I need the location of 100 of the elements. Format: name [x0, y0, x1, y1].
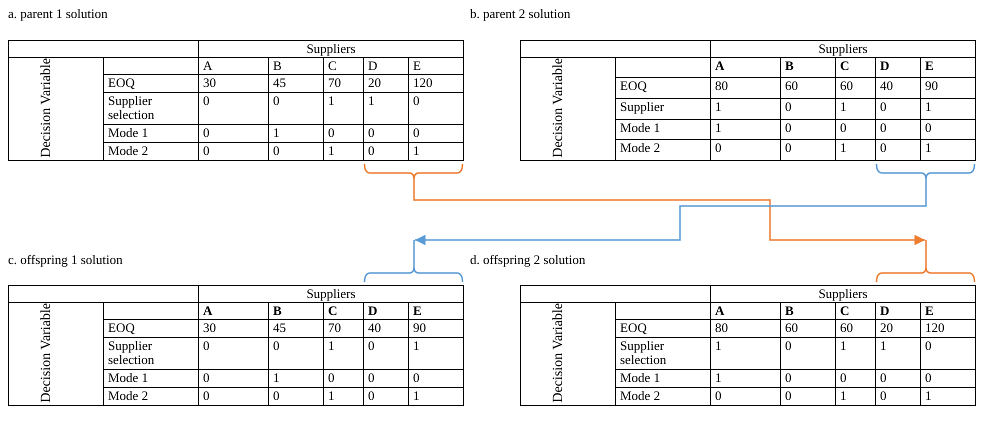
value-text: 0 [324, 124, 364, 143]
value-text: 0 [268, 92, 324, 125]
value-text: 0 [268, 338, 324, 370]
column-header: A [710, 302, 780, 320]
value-text: 40 [364, 320, 408, 338]
row-header: Mode 2 [104, 388, 198, 406]
table-caption: d. offspring 2 solution [470, 252, 586, 268]
value-text: 45 [268, 74, 324, 93]
value-text: 0 [780, 140, 836, 160]
value-text: 0 [876, 98, 920, 120]
value-text: 20 [876, 320, 920, 338]
row-header: Mode 1 [616, 119, 710, 140]
row-header: Supplier selection [616, 338, 710, 370]
value-text: 0 [408, 370, 464, 388]
value-text: 1 [920, 98, 976, 120]
row-group-header: Decision Variable [40, 302, 55, 402]
row-header: Mode 2 [616, 388, 710, 406]
row-group-header: Decision Variable [552, 302, 567, 402]
column-header: B [780, 57, 836, 78]
value-text: 0 [198, 142, 268, 160]
row-group-header: Decision Variable [552, 58, 567, 158]
value-text: 60 [836, 78, 876, 98]
row-header: EOQ [104, 320, 198, 338]
value-text: 1 [408, 142, 464, 160]
value-text: 0 [920, 370, 976, 388]
value-text: 45 [268, 320, 324, 338]
column-header: C [324, 57, 364, 75]
value-text: 1 [836, 338, 876, 370]
row-group-header: Decision Variable [40, 58, 55, 158]
value-text: 1 [268, 370, 324, 388]
value-text: 1 [364, 92, 408, 125]
value-text: 0 [364, 370, 408, 388]
value-text: 0 [198, 124, 268, 143]
value-text: 0 [836, 370, 876, 388]
value-text: 70 [324, 74, 364, 93]
value-text: 40 [876, 78, 920, 98]
row-header: Supplier [616, 98, 710, 120]
group-header: Suppliers [710, 40, 976, 58]
row-header: Mode 1 [104, 370, 198, 388]
row-header: EOQ [616, 320, 710, 338]
value-text: 0 [198, 370, 268, 388]
value-text: 0 [198, 388, 268, 406]
value-text: 1 [876, 338, 920, 370]
value-text: 0 [780, 98, 836, 120]
value-text: 0 [268, 388, 324, 406]
column-header: B [268, 302, 324, 320]
value-text: 30 [198, 74, 268, 93]
column-header: E [920, 302, 976, 320]
value-text: 0 [364, 338, 408, 370]
row-header: Supplier selection [104, 92, 198, 125]
column-header: C [836, 302, 876, 320]
group-header: Suppliers [710, 286, 976, 302]
value-text: 0 [364, 124, 408, 143]
value-text: 0 [268, 142, 324, 160]
column-header: D [364, 302, 408, 320]
value-text: 30 [198, 320, 268, 338]
value-text: 1 [710, 98, 780, 120]
column-header: A [710, 57, 780, 78]
table-caption: b. parent 2 solution [470, 6, 570, 22]
value-text: 80 [710, 320, 780, 338]
value-text: 0 [710, 140, 780, 160]
column-header: B [780, 302, 836, 320]
column-header: D [876, 57, 920, 78]
value-text: 80 [710, 78, 780, 98]
value-text: 1 [324, 92, 364, 125]
value-text: 0 [780, 119, 836, 140]
value-text: 1 [920, 388, 976, 406]
value-text: 0 [920, 338, 976, 370]
value-text: 0 [364, 388, 408, 406]
value-text: 1 [324, 142, 364, 160]
value-text: 0 [876, 370, 920, 388]
value-text: 1 [710, 370, 780, 388]
column-header: E [408, 57, 464, 75]
value-text: 0 [408, 92, 464, 125]
value-text: 60 [836, 320, 876, 338]
value-text: 120 [408, 74, 464, 93]
value-text: 1 [836, 98, 876, 120]
row-header: Mode 1 [616, 370, 710, 388]
value-text: 1 [408, 388, 464, 406]
column-header: E [920, 57, 976, 78]
value-text: 0 [408, 124, 464, 143]
column-header: D [364, 57, 408, 75]
group-header: Suppliers [198, 40, 464, 58]
column-header: E [408, 302, 464, 320]
row-header: Mode 1 [104, 124, 198, 143]
value-text: 0 [780, 370, 836, 388]
value-text: 1 [268, 124, 324, 143]
value-text: 0 [710, 388, 780, 406]
value-text: 1 [836, 140, 876, 160]
group-header: Suppliers [198, 286, 464, 302]
value-text: 0 [876, 140, 920, 160]
row-header: EOQ [616, 78, 710, 98]
row-header: Supplier selection [104, 338, 198, 370]
table-caption: a. parent 1 solution [8, 6, 108, 22]
row-header: Mode 2 [616, 140, 710, 160]
value-text: 0 [876, 388, 920, 406]
value-text: 0 [780, 388, 836, 406]
value-text: 0 [324, 370, 364, 388]
column-header: C [324, 302, 364, 320]
column-header: D [876, 302, 920, 320]
